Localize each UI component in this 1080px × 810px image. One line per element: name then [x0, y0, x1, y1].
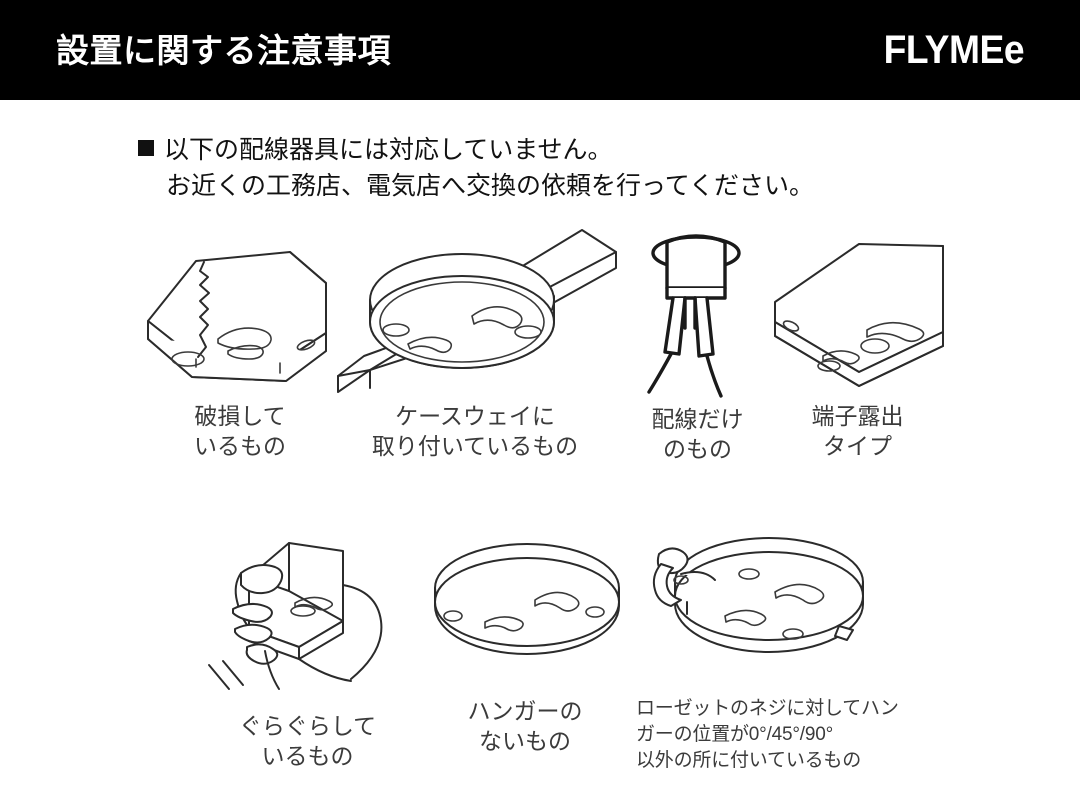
caption-line: ないもの: [479, 728, 571, 754]
caption-line: ハンガーの: [467, 698, 583, 724]
bare-wiring-only-illustration: [646, 234, 741, 398]
caption-line: 端子露出: [811, 403, 904, 429]
figure-damaged: 破損して いるもの: [135, 235, 345, 461]
figure-exposed-terminal-caption: 端子露出 タイプ: [760, 401, 955, 461]
caption-line: ケースウェイに: [395, 403, 555, 429]
caption-line: いるもの: [194, 433, 286, 459]
caption-line: 破損して: [194, 403, 286, 429]
figure-hanger-angle: ローゼットのネジに対してハン ガーの位置が0°/45°/90° 以外の所に付いて…: [636, 530, 899, 774]
round-rosette-on-caseway-illustration: [337, 229, 617, 393]
caption-line: 配線だけ: [651, 406, 744, 432]
figure-hanger-angle-caption: ローゼットのネジに対してハン ガーの位置が0°/45°/90° 以外の所に付いて…: [636, 696, 899, 774]
notice-line-1-text: 以下の配線器具には対応していません。: [164, 136, 613, 164]
caption-line: 以外の所に付いているもの: [636, 750, 862, 771]
caption-line: ローゼットのネジに対してハン: [636, 698, 899, 719]
figure-wobbly: ぐらぐらして いるもの: [200, 525, 415, 771]
round-rosette-without-hanger-illustration: [433, 543, 620, 655]
page-title: 設置に関する注意事項: [56, 31, 391, 69]
caption-line: 取り付いているもの: [371, 433, 579, 459]
figure-caseway-caption: ケースウェイに 取り付いているもの: [325, 401, 625, 461]
notice-block: 以下の配線器具には対応していません。 お近くの工務店、電気店へ交換の依頼を行って…: [138, 132, 814, 204]
bullet-square-icon: [138, 140, 154, 156]
notice-line-2-text: お近くの工務店、電気店へ交換の依頼を行ってください。: [166, 172, 815, 200]
figure-no-hanger-caption: ハンガーの ないもの: [420, 696, 630, 756]
broken-square-ceiling-rosette-illustration: [147, 251, 327, 382]
page-header: 設置に関する注意事項 FLYMEe: [0, 0, 1080, 100]
figure-wobbly-caption: ぐらぐらして いるもの: [200, 711, 415, 771]
caption-line: ぐらぐらして: [238, 713, 377, 739]
brand-logo: FLYMEe: [883, 28, 1024, 72]
content-area: 以下の配線器具には対応していません。 お近くの工務店、電気店へ交換の依頼を行って…: [0, 100, 1080, 810]
round-rosette-with-angled-hanger-illustration: [652, 537, 864, 653]
figure-no-hanger: ハンガーの ないもの: [420, 540, 630, 756]
figure-caseway-mounted: ケースウェイに 取り付いているもの: [325, 229, 625, 461]
hand-shaking-rosette-illustration: [207, 542, 382, 690]
notice-line-1: 以下の配線器具には対応していません。: [138, 132, 814, 168]
caption-line: タイプ: [823, 433, 892, 459]
caption-line: ガーの位置が0°/45°/90°: [636, 724, 833, 745]
caption-line: のもの: [663, 436, 732, 462]
figure-damaged-caption: 破損して いるもの: [135, 401, 345, 461]
figure-exposed-terminal: 端子露出 タイプ: [760, 240, 955, 461]
figure-wiring-only: 配線だけ のもの: [620, 230, 775, 464]
notice-line-2: お近くの工務店、電気店へ交換の依頼を行ってください。: [138, 168, 814, 204]
caption-line: いるもの: [261, 743, 354, 769]
exposed-terminal-square-rosette-illustration: [773, 243, 944, 387]
figure-wiring-only-caption: 配線だけ のもの: [620, 404, 775, 464]
